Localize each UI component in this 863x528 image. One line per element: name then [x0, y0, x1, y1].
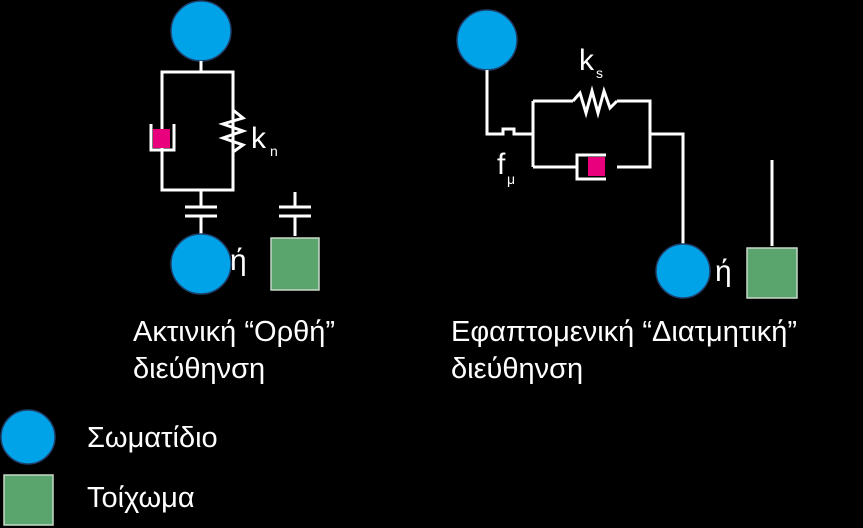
shear-wall	[746, 247, 798, 299]
legend: Σωματίδιο Τοίχωμα	[0, 409, 218, 526]
normal-spring	[218, 108, 248, 154]
shear-friction-slider	[485, 70, 533, 136]
shear-dashpot	[575, 153, 606, 181]
shear-top-particle	[456, 9, 518, 71]
shear-direction-model: k s f μ ή Εφαπτομενική “Διατμητική” διεύ…	[451, 9, 798, 385]
shear-caption-line2: διεύθηνση	[451, 353, 583, 385]
normal-dashpot	[149, 124, 176, 152]
shear-spring-subscript: s	[596, 65, 603, 81]
normal-direction-model: k n ή Ακτινική “Ορθή” διεύθηνση	[133, 0, 335, 385]
normal-top-particle	[170, 0, 232, 62]
normal-spring-subscript: n	[270, 143, 278, 159]
legend-wall-icon	[3, 474, 54, 526]
shear-friction-subscript: μ	[507, 171, 515, 187]
shear-bottom-particle	[655, 243, 711, 299]
legend-particle-label: Σωματίδιο	[87, 422, 218, 454]
shear-spring	[571, 85, 619, 119]
shear-friction-label: f	[497, 148, 506, 181]
normal-or-label: ή	[230, 244, 247, 277]
legend-particle-icon	[0, 409, 56, 465]
shear-or-label: ή	[715, 255, 732, 288]
shear-spring-label: k	[579, 44, 595, 77]
normal-spring-label: k	[251, 122, 267, 155]
normal-caption-line2: διεύθηνση	[133, 353, 265, 385]
normal-caption-line1: Ακτινική “Ορθή”	[133, 316, 335, 348]
shear-caption-line1: Εφαπτομενική “Διατμητική”	[451, 316, 797, 348]
normal-wall	[270, 237, 320, 291]
normal-bottom-particle	[170, 233, 232, 295]
legend-wall-label: Τοίχωμα	[87, 482, 195, 514]
